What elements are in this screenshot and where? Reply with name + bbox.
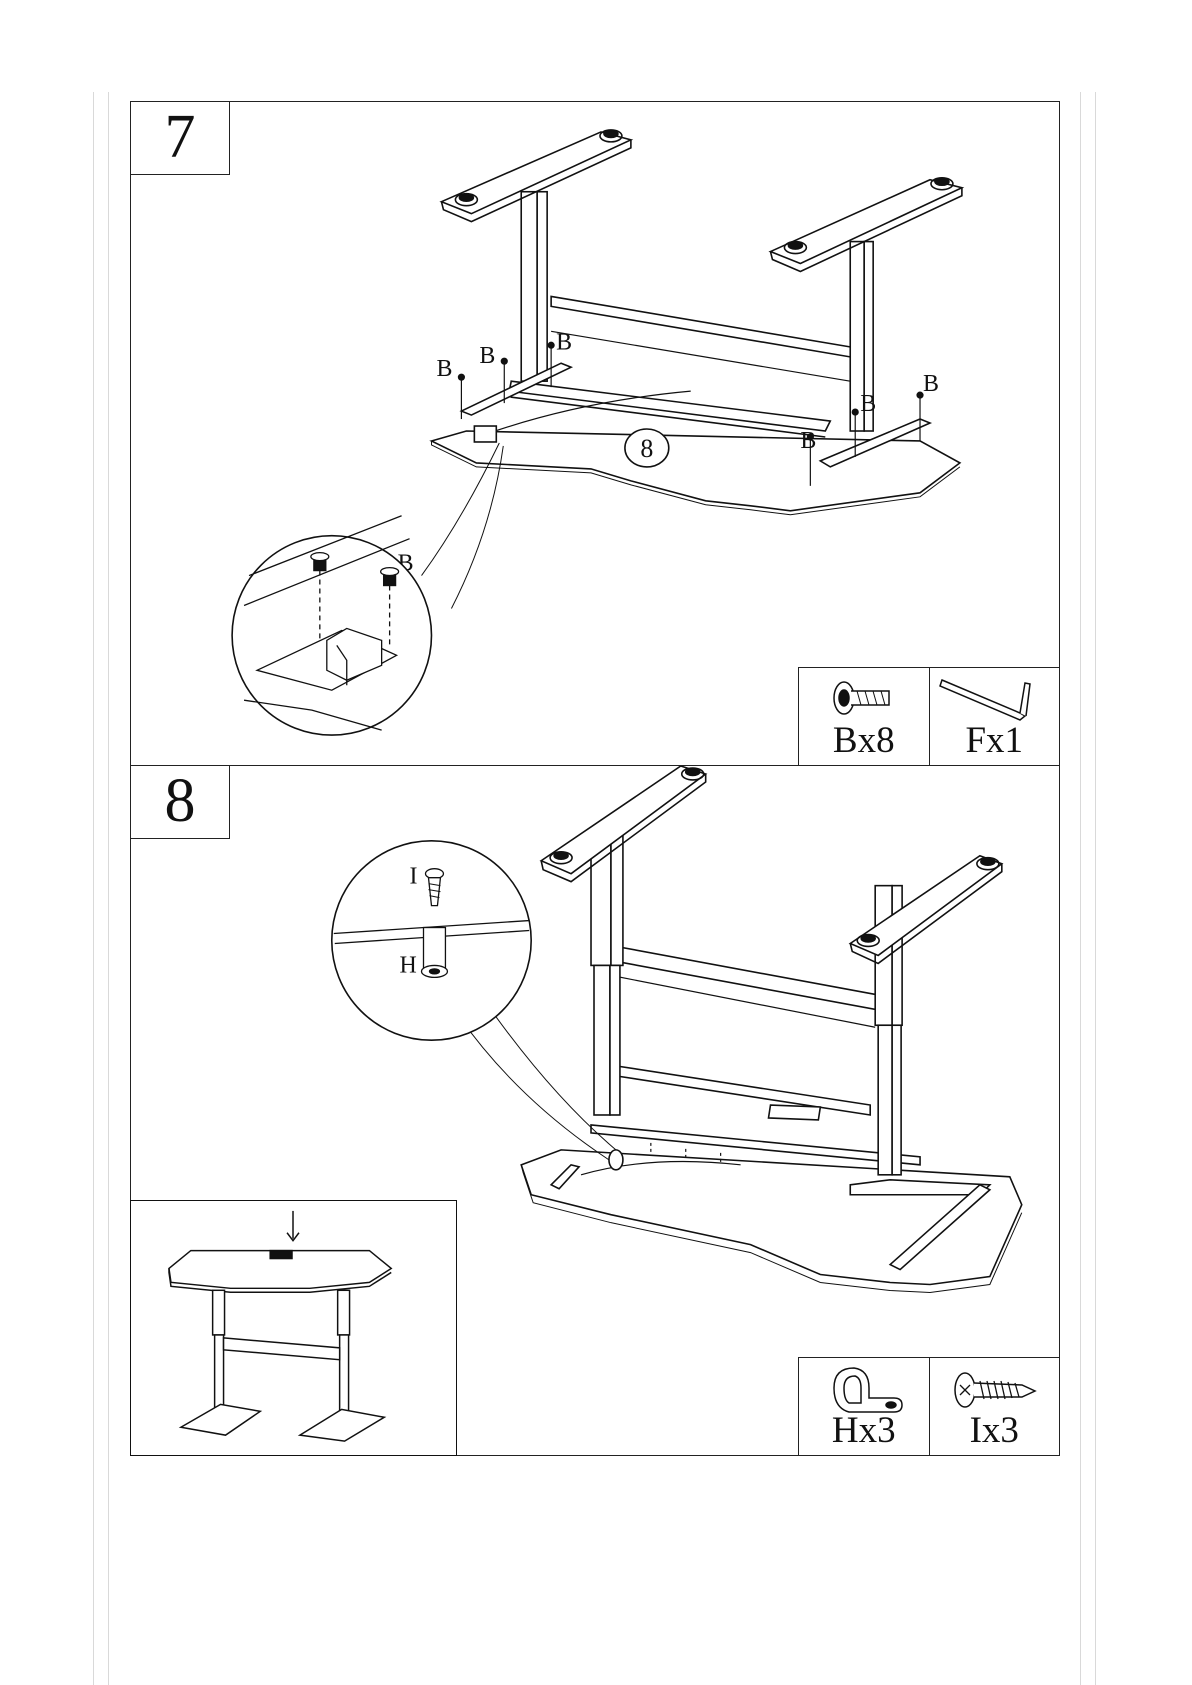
part-label: Ix3: [930, 1411, 1060, 1451]
step-7-panel: B B B B B B B B 8: [130, 101, 1060, 766]
fastener-label-i: I: [410, 864, 418, 890]
parts-list: Hx3 Ix3: [798, 1357, 1060, 1456]
page-edge-left-inner: [108, 92, 109, 1685]
part-label: Fx1: [930, 721, 1060, 761]
page-edge-right: [1080, 92, 1081, 1685]
fastener-label-b: B: [923, 371, 939, 397]
step-number: 7: [130, 101, 230, 175]
part-f: Fx1: [929, 668, 1060, 765]
part-h: Hx3: [799, 1358, 929, 1455]
part-label: Bx8: [799, 721, 929, 761]
page-edge-left: [93, 92, 94, 1685]
fastener-label-h: H: [400, 952, 417, 978]
step-7-illustration: B B B B B B B B 8: [131, 102, 1059, 765]
cable-clip-icon: [799, 1358, 929, 1418]
flat-head-bolt-icon: [799, 668, 929, 728]
parts-list: Bx8 Fx1: [798, 667, 1060, 766]
fastener-label-b: B: [860, 391, 876, 417]
fastener-label-b: B: [800, 428, 816, 454]
fastener-label-b: B: [479, 343, 495, 369]
part-b: Bx8: [799, 668, 929, 765]
page-edge-right-inner: [1095, 92, 1096, 1685]
assembled-desk-inset: [130, 1200, 457, 1456]
wood-screw-icon: [930, 1358, 1060, 1418]
fastener-label-b: B: [556, 329, 572, 355]
assembled-desk-illustration: [131, 1201, 456, 1455]
part-label: Hx3: [799, 1411, 929, 1451]
step-8-panel: I H 8 Hx3: [130, 765, 1060, 1456]
callout-number: 8: [640, 434, 653, 463]
allen-key-icon: [930, 668, 1060, 728]
step-number: 8: [130, 765, 230, 839]
fastener-label-b: B: [436, 356, 452, 382]
part-i: Ix3: [929, 1358, 1060, 1455]
